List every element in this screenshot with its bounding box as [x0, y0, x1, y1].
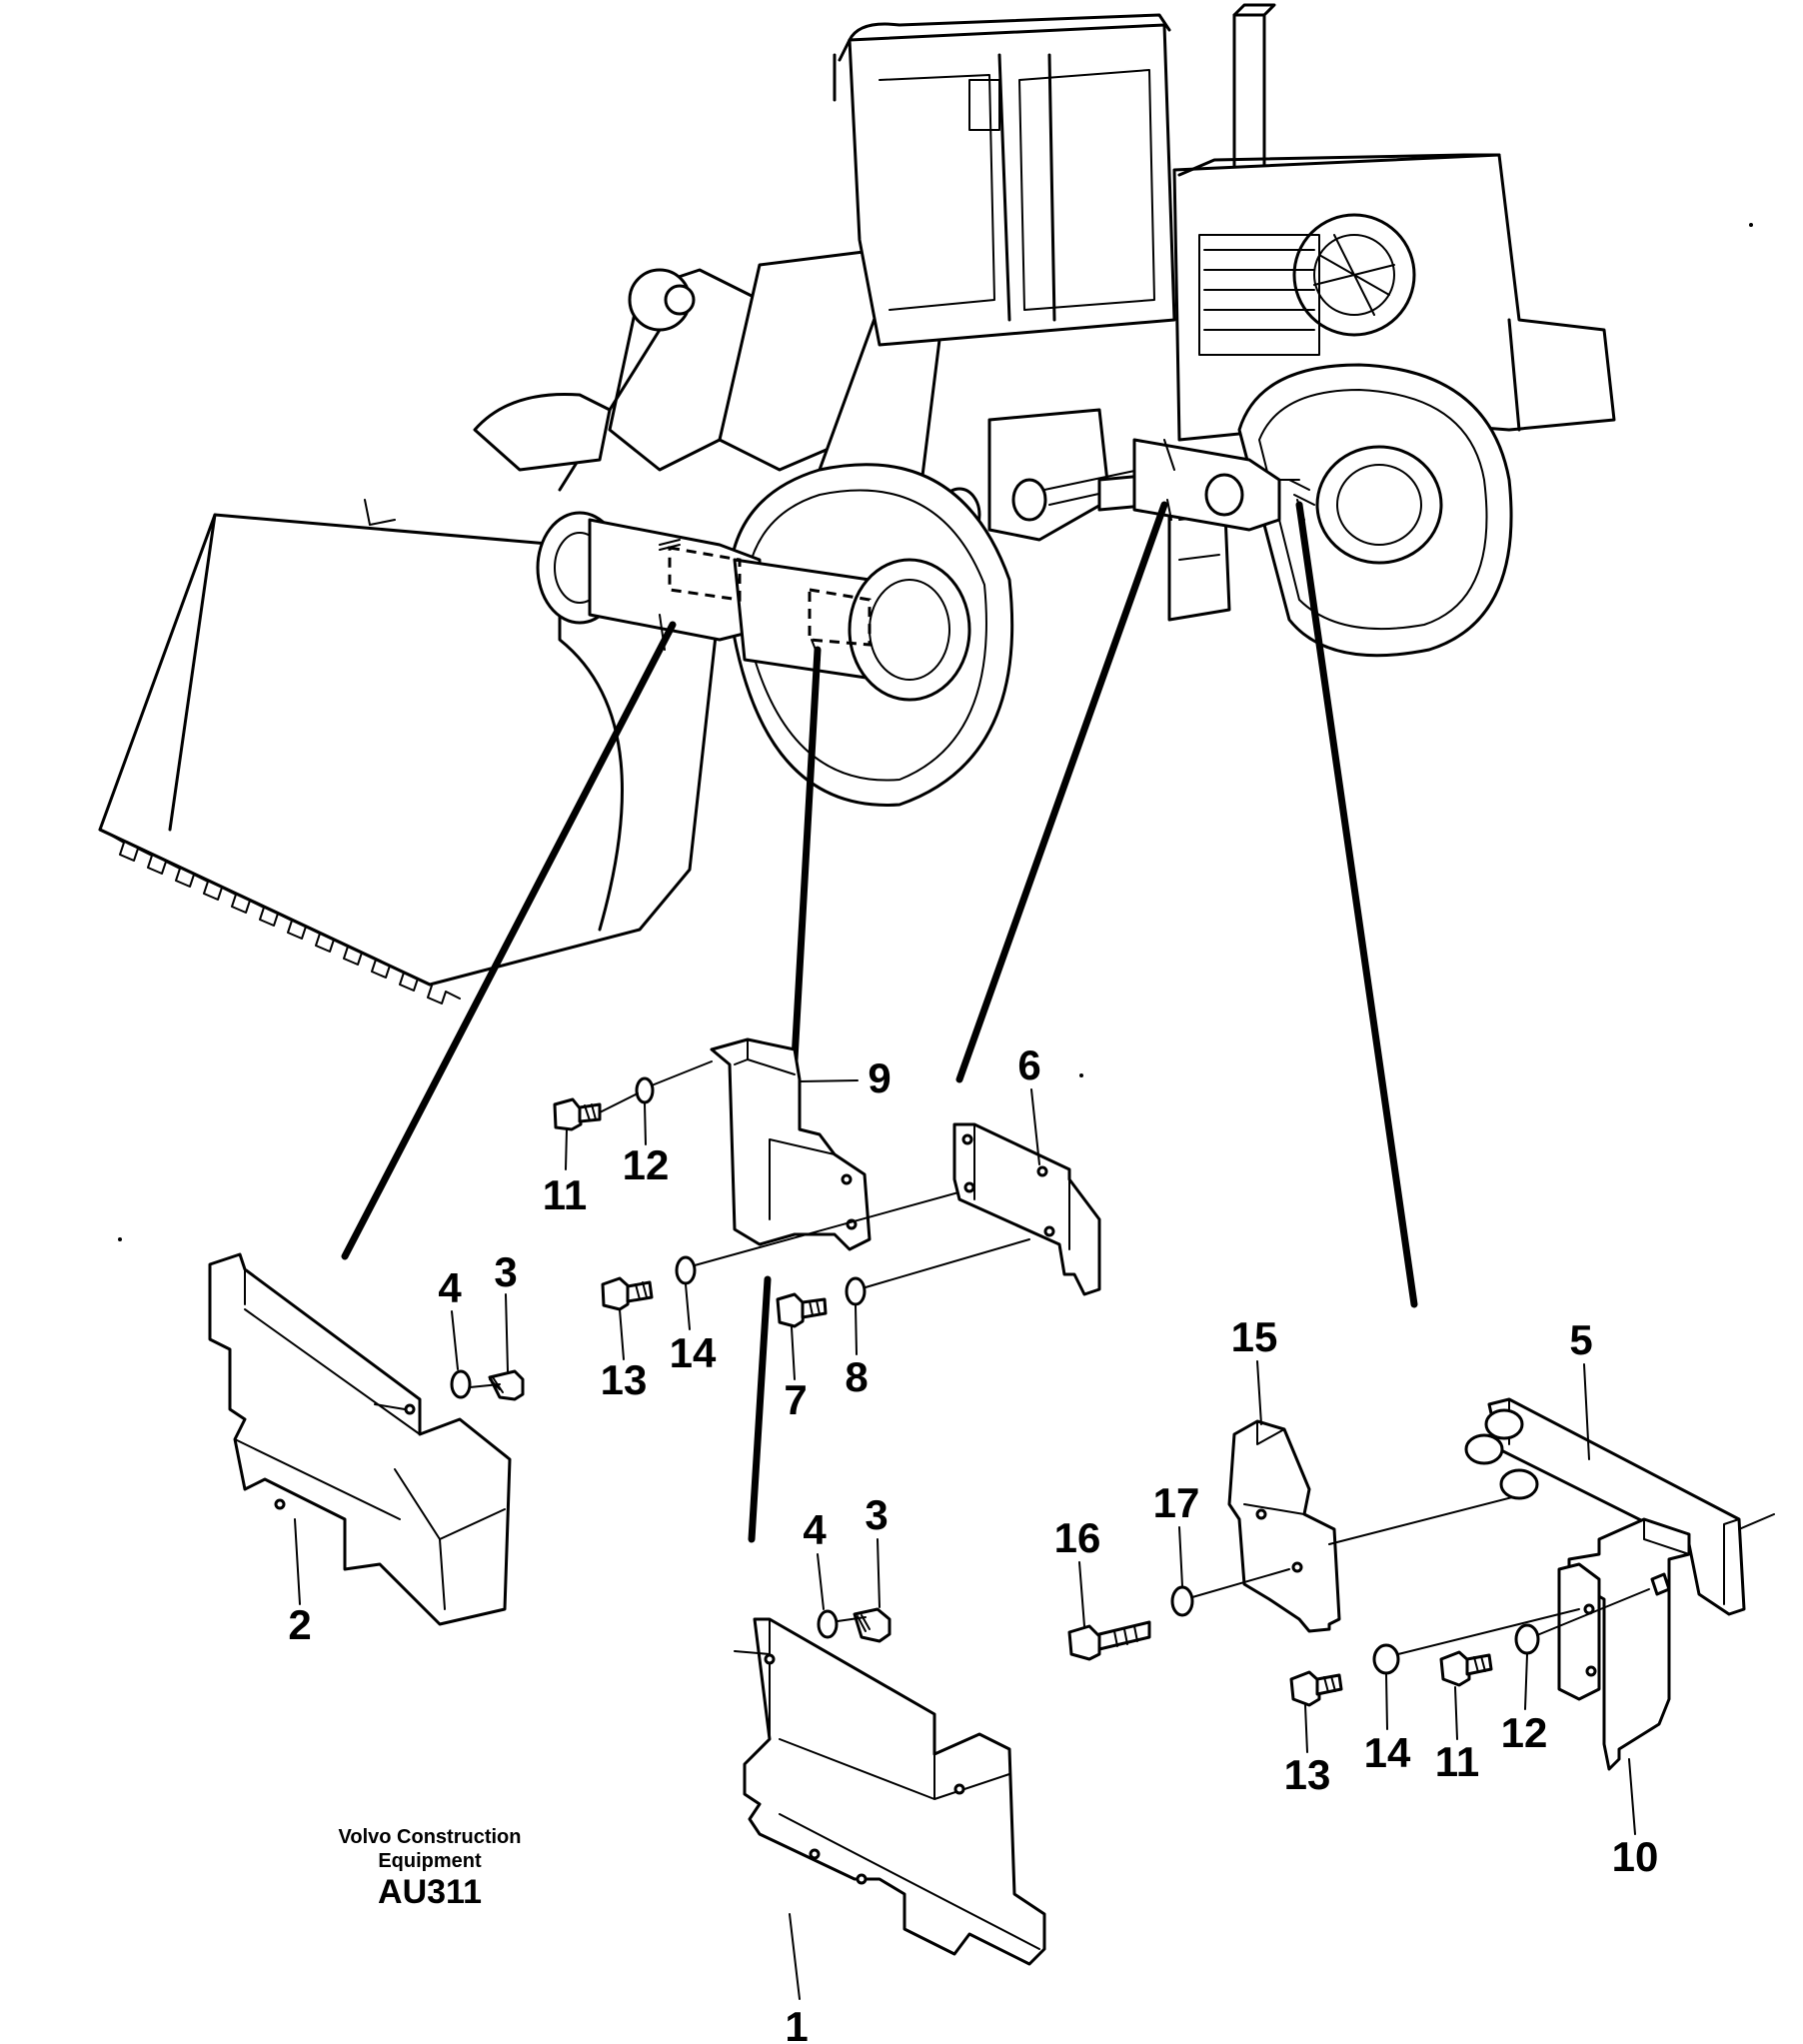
- arrow-to-part-5: [1295, 501, 1418, 1308]
- leader-1: [789, 1913, 801, 2000]
- arrow-to-part-1: [748, 1275, 772, 1543]
- callout-13-right: 13: [1284, 1751, 1331, 1798]
- callout-11-left: 11: [543, 1171, 587, 1218]
- callout-1: 1: [785, 2003, 808, 2044]
- callout-12-left: 12: [623, 1141, 670, 1188]
- wheel-loader-illustration: [98, 3, 1616, 1005]
- operator-cab: [833, 3, 1276, 347]
- callout-16: 16: [1054, 1514, 1101, 1561]
- callout-12-right: 12: [1501, 1709, 1548, 1756]
- guard-plate-1: [734, 1617, 1046, 1966]
- callout-10: 10: [1612, 1833, 1659, 1880]
- callout-3-left: 3: [494, 1248, 517, 1295]
- leader-2: [294, 1518, 301, 1605]
- callout-labels: 1 2 3 4 3 4 5 6 7 8 9 10 11 12 13 14 15: [288, 1041, 1658, 2044]
- bolt-11-washer-12-right: [1439, 1588, 1650, 1687]
- callout-3-center: 3: [865, 1491, 888, 1538]
- caption-company-line1: Volvo Construction: [338, 1826, 522, 1848]
- arrow-to-part-2: [341, 621, 677, 1260]
- front-axle: [536, 511, 971, 702]
- plate-6: [952, 1122, 1101, 1296]
- callout-4-center: 4: [803, 1506, 827, 1553]
- callout-7: 7: [784, 1376, 807, 1423]
- bolt-3-washer-4-left: [450, 1369, 525, 1401]
- callout-4-left: 4: [438, 1264, 462, 1311]
- bracket-9: [710, 1037, 872, 1251]
- callout-5: 5: [1569, 1316, 1592, 1363]
- callout-15: 15: [1231, 1313, 1278, 1360]
- arrow-to-part-9: [791, 646, 822, 1063]
- caption-code: AU311: [378, 1873, 482, 1911]
- scan-specks: [118, 223, 1753, 1241]
- caption-company: Volvo Construction Equipment: [300, 1825, 560, 1873]
- guard-plate-2: [208, 1252, 512, 1626]
- bolt-11-washer-12-left: [553, 1060, 713, 1131]
- caption-company-line2: Equipment: [378, 1850, 482, 1872]
- callout-13-left: 13: [601, 1356, 648, 1403]
- bolt-3-washer-4-center: [817, 1607, 892, 1643]
- bolt-13-washer-14-right: [1289, 1608, 1580, 1707]
- callout-14-right: 14: [1364, 1729, 1411, 1776]
- bolt-7-washer-8: [776, 1238, 1030, 1328]
- bracket-10: [1557, 1517, 1691, 1771]
- plate-5: [1464, 1397, 1775, 1616]
- callout-6: 6: [1017, 1041, 1040, 1088]
- bolt-16-washer-17: [1067, 1568, 1290, 1661]
- location-arrows: [341, 499, 1418, 1543]
- callout-17: 17: [1153, 1479, 1200, 1526]
- lift-arms: [558, 248, 951, 522]
- bolt-13-washer-14-left: [601, 1188, 970, 1311]
- bucket: [98, 499, 722, 1005]
- callout-2: 2: [288, 1601, 311, 1648]
- callout-9: 9: [868, 1054, 891, 1101]
- callout-8: 8: [845, 1353, 868, 1400]
- callout-14-left: 14: [670, 1329, 717, 1376]
- arrow-to-part-6: [955, 501, 1168, 1083]
- callout-11-right: 11: [1435, 1738, 1479, 1785]
